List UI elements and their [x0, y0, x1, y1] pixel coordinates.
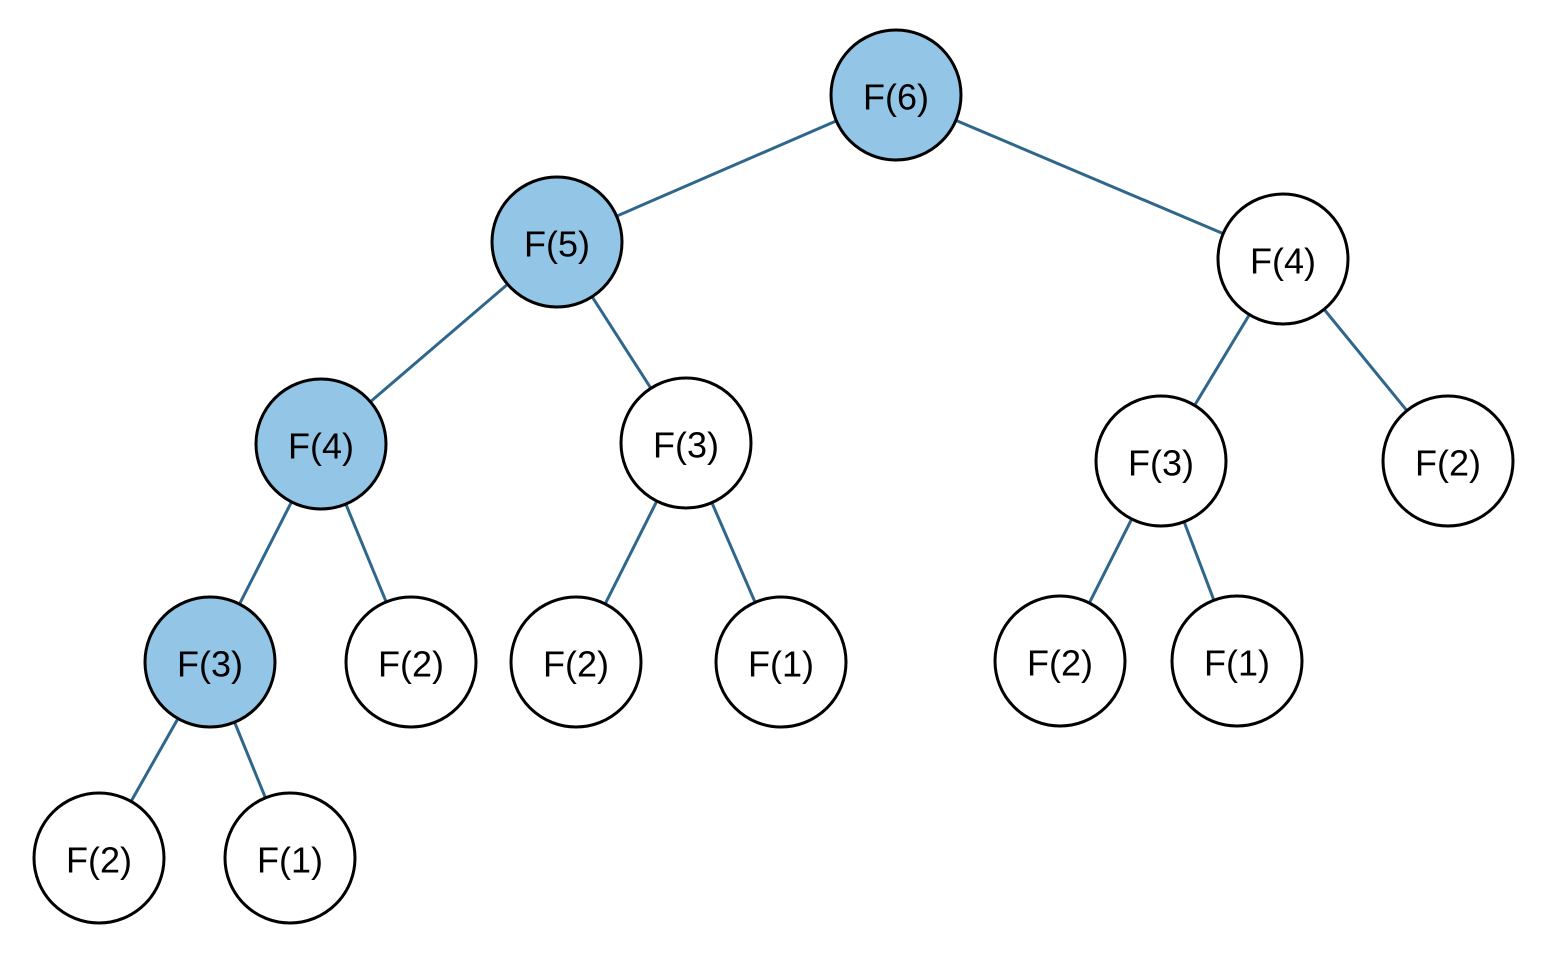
tree-node-f2L1: F(2) [344, 595, 478, 729]
node-circle-f2R1 [1381, 394, 1515, 528]
node-circle-f2L1 [344, 595, 478, 729]
tree-node-f6: F(6) [829, 28, 963, 162]
tree-node-f2M: F(2) [509, 595, 643, 729]
highlighted-node-circle-f3L [143, 595, 277, 729]
node-circle-f1R [1170, 594, 1304, 728]
tree-node-f5: F(5) [490, 175, 624, 309]
tree-node-f1B: F(1) [223, 791, 357, 925]
tree-node-f4L: F(4) [254, 377, 388, 511]
node-circle-f2B [32, 791, 166, 925]
node-circle-f2R2 [993, 594, 1127, 728]
tree-node-f1M: F(1) [714, 595, 848, 729]
tree-nodes-layer: F(6) F(5) F(4) F(4) F(3) F(2) F(3) F(2) F(1) F(3)… [32, 28, 1515, 925]
highlighted-node-circle-f6 [829, 28, 963, 162]
tree-node-f2B: F(2) [32, 791, 166, 925]
tree-node-f3M: F(3) [619, 376, 753, 510]
node-circle-f1B [223, 791, 357, 925]
tree-node-f2R1: F(2) [1381, 394, 1515, 528]
tree-node-f3R: F(3) [1094, 394, 1228, 528]
tree-node-f1R: F(1) [1170, 594, 1304, 728]
tree-edge-f6-f4R [895, 93, 1284, 261]
highlighted-node-circle-f4L [254, 377, 388, 511]
node-circle-f3M [619, 376, 753, 510]
tree-node-f4R: F(4) [1216, 192, 1350, 326]
node-circle-f3R [1094, 394, 1228, 528]
node-circle-f1M [714, 595, 848, 729]
tree-node-f3L: F(3) [143, 595, 277, 729]
tree-node-f2R2: F(2) [993, 594, 1127, 728]
highlighted-node-circle-f5 [490, 175, 624, 309]
node-circle-f2M [509, 595, 643, 729]
node-circle-f4R [1216, 192, 1350, 326]
